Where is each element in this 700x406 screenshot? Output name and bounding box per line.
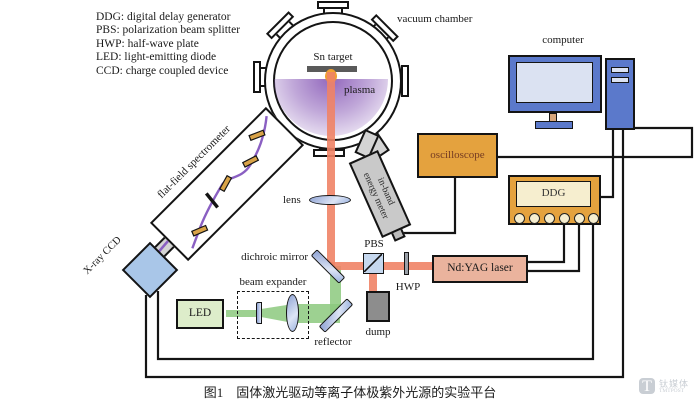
legend-line: DDG: digital delay generator [96,11,231,23]
legend-line: LED: light-emitting diode [96,51,217,64]
watermark-brand-sub: TMTPOST [659,388,685,394]
ddg-knob [588,213,599,224]
wire-ddg-laser-2 [527,220,581,273]
tower-drive-slot [611,67,629,73]
ddg-display-panel: DDG [516,181,591,207]
oscilloscope-label: oscilloscope [430,149,485,161]
plasma-label: plasma [344,84,376,96]
computer-label: computer [542,34,584,46]
oscilloscope: oscilloscope [417,133,498,178]
watermark-brand: 钛媒体 [659,379,690,389]
ddg-knob [559,213,570,224]
half-wave-plate [404,252,409,275]
focusing-lens [309,195,351,205]
ndyag-laser: Nd:YAG laser [432,255,528,283]
beam-expander-label: beam expander [239,276,307,288]
port-flange [253,61,261,93]
sn-target-label: Sn target [313,51,353,63]
expander-concave-lens [256,302,262,324]
plasma-spot [325,69,337,84]
ddg-label: DDG [541,187,566,199]
monitor-screen [516,62,593,103]
hwp-label: HWP [395,281,421,293]
watermark-logo: T [639,378,655,395]
ddg-knob [529,213,540,224]
laser-label: Nd:YAG laser [447,262,513,274]
legend-line: HWP: half-wave plate [96,37,199,50]
wire-computer-ddg [600,130,615,199]
wire-ddg-laser-1 [527,220,566,264]
reflector-label: reflector [314,336,352,348]
legend-line: CCD: charge coupled device [96,64,229,77]
wire-oscilloscope-computer [498,126,694,159]
port-flange [317,1,349,9]
tower-drive-slot [611,77,629,83]
figure-caption: 图1 固体激光驱动等离子体极紫外光源的实验平台 [203,385,497,400]
ddg-knob [544,213,555,224]
vacuum-chamber-label: vacuum chamber [397,13,473,25]
monitor-stand-base [535,121,573,129]
inband-energy-meter: in-band energy meter [348,150,412,238]
computer-monitor [508,55,602,113]
abbreviation-legend: DDG: digital delay generator PBS: polari… [96,11,240,78]
dichroic-mirror-label: dichroic mirror [241,251,308,263]
xray-ccd-label: X-ray CCD [81,234,124,277]
dump-label: dump [365,326,391,338]
lens-label: lens [283,194,301,206]
ddg-knob [574,213,585,224]
pbs-cube [363,253,384,274]
expander-convex-lens [286,294,299,332]
pbs-diagonal [363,253,383,273]
pbs-label: PBS [364,238,384,250]
port-flange [401,65,409,97]
beam-dump [366,291,390,322]
computer-tower [605,58,635,130]
legend-line: PBS: polarization beam splitter [96,24,241,37]
ddg-knob [514,213,525,224]
port-flange [313,149,345,157]
led-label: LED [188,307,212,319]
led-source: LED [176,299,224,329]
reflector-mirror [318,298,354,333]
